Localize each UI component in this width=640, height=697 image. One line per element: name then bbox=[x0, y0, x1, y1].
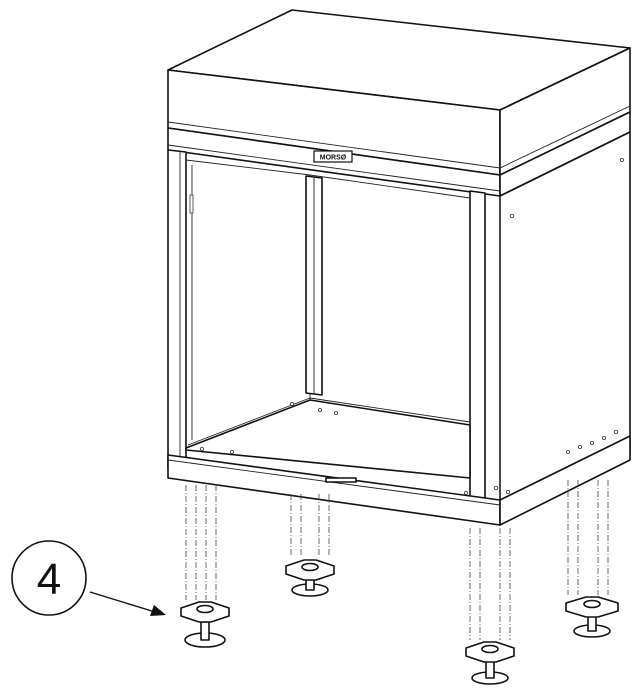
cabinet-top bbox=[167, 9, 631, 176]
side-panel-holes bbox=[493, 157, 625, 494]
plinth-side bbox=[499, 435, 631, 526]
arrow-head-icon bbox=[150, 605, 166, 616]
top-bottom-edge bbox=[167, 105, 631, 169]
brand-badge-text: MORSØ bbox=[320, 155, 347, 162]
callout-arrow-line bbox=[89, 591, 156, 613]
callout-number: 4 bbox=[37, 555, 61, 604]
adjustable-foot-back-left bbox=[285, 559, 335, 597]
alignment-lines bbox=[185, 480, 609, 640]
brand-badge: MORSØ bbox=[313, 150, 353, 163]
cabinet-floor bbox=[185, 399, 471, 479]
cabinet-interior bbox=[185, 159, 471, 495]
right-front-post bbox=[469, 190, 486, 501]
cabinet-plinth bbox=[167, 435, 631, 526]
adjustable-foot-back-right bbox=[565, 596, 619, 638]
adjustable-foot-front-right bbox=[465, 641, 515, 685]
callout: 4 bbox=[11, 540, 166, 616]
adjustable-foot-front-left bbox=[180, 601, 230, 648]
callout-circle bbox=[11, 540, 87, 616]
floor-vent bbox=[325, 477, 357, 483]
left-front-post bbox=[167, 149, 187, 471]
